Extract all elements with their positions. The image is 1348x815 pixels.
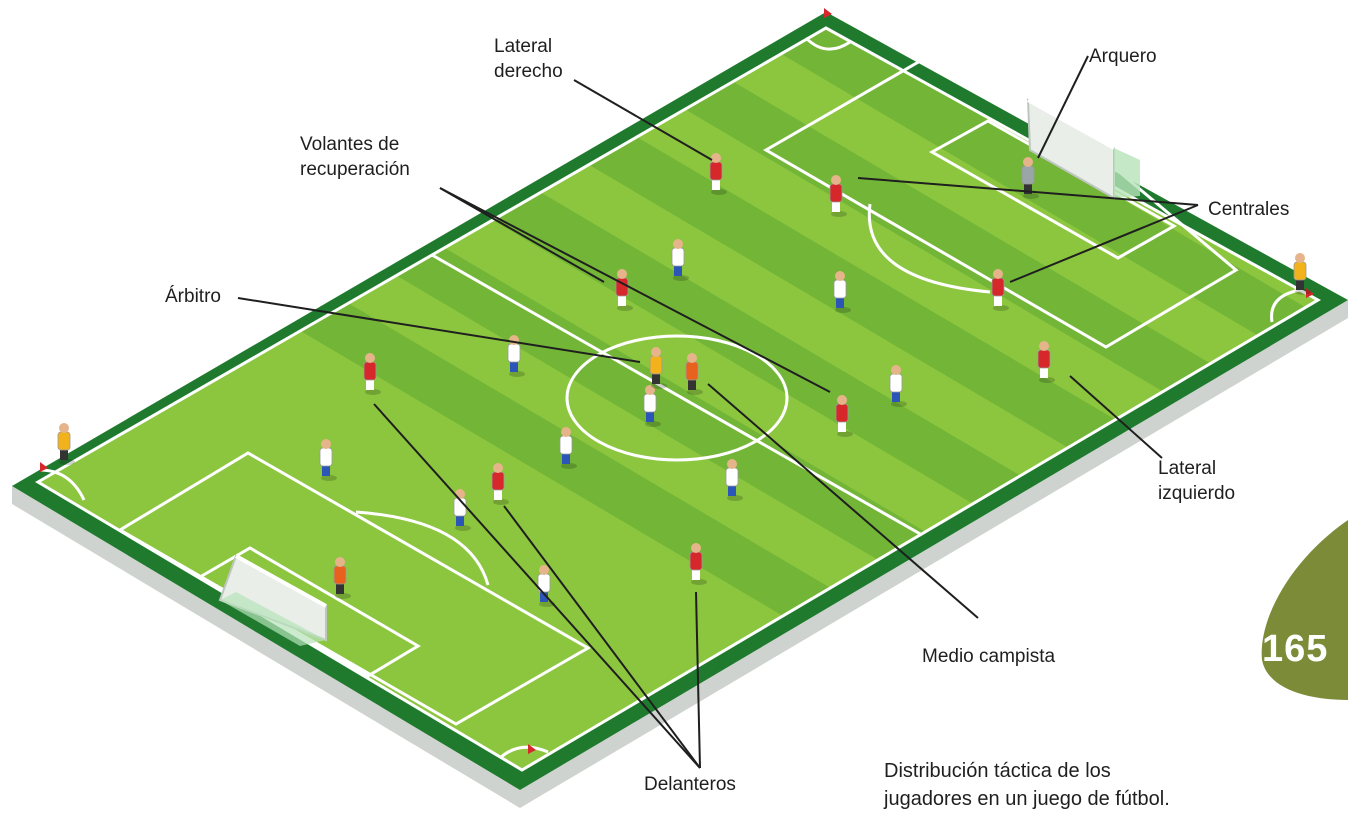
label-arbitro: Árbitro xyxy=(165,286,221,307)
player-figure xyxy=(835,395,853,437)
player-figure xyxy=(1021,157,1039,199)
figure-caption: Distribución táctica de los jugadores en… xyxy=(884,760,1170,810)
player-figure xyxy=(685,353,703,395)
player-figure xyxy=(671,239,689,281)
player-figure xyxy=(889,365,907,407)
player-figure xyxy=(689,543,707,585)
player-figure xyxy=(319,439,337,481)
player-figure xyxy=(991,269,1009,311)
player-figure xyxy=(829,175,847,217)
label-volantes: Volantes de recuperación xyxy=(300,134,410,180)
label-centrales: Centrales xyxy=(1208,199,1290,220)
label-lateral-izquierdo: Lateral izquierdo xyxy=(1158,458,1236,504)
player-figure xyxy=(333,557,351,599)
label-delanteros: Delanteros xyxy=(644,774,736,795)
player-figure xyxy=(559,427,577,469)
player-figure xyxy=(1293,253,1311,295)
far-goal xyxy=(1026,98,1140,200)
player-figure xyxy=(709,153,727,195)
player-figure xyxy=(1037,341,1055,383)
player-figure xyxy=(363,353,381,395)
near-goal xyxy=(218,554,327,646)
player-figure xyxy=(491,463,509,505)
player-figure xyxy=(57,423,75,465)
player-figure xyxy=(725,459,743,501)
player-figure xyxy=(507,335,525,377)
player-figure xyxy=(643,385,661,427)
page-number: 165 xyxy=(1262,628,1329,670)
label-medio-campista: Medio campista xyxy=(922,646,1056,667)
players xyxy=(57,153,1311,607)
label-arquero: Arquero xyxy=(1089,46,1157,67)
label-lateral-derecho: Lateral derecho xyxy=(494,36,563,82)
page-tab xyxy=(1261,520,1348,700)
player-figure xyxy=(833,271,851,313)
corner-flags xyxy=(40,8,1314,754)
leader-lines xyxy=(237,55,1199,769)
player-figure xyxy=(649,347,667,389)
player-figure xyxy=(537,565,555,607)
pitch-side xyxy=(12,300,1348,808)
